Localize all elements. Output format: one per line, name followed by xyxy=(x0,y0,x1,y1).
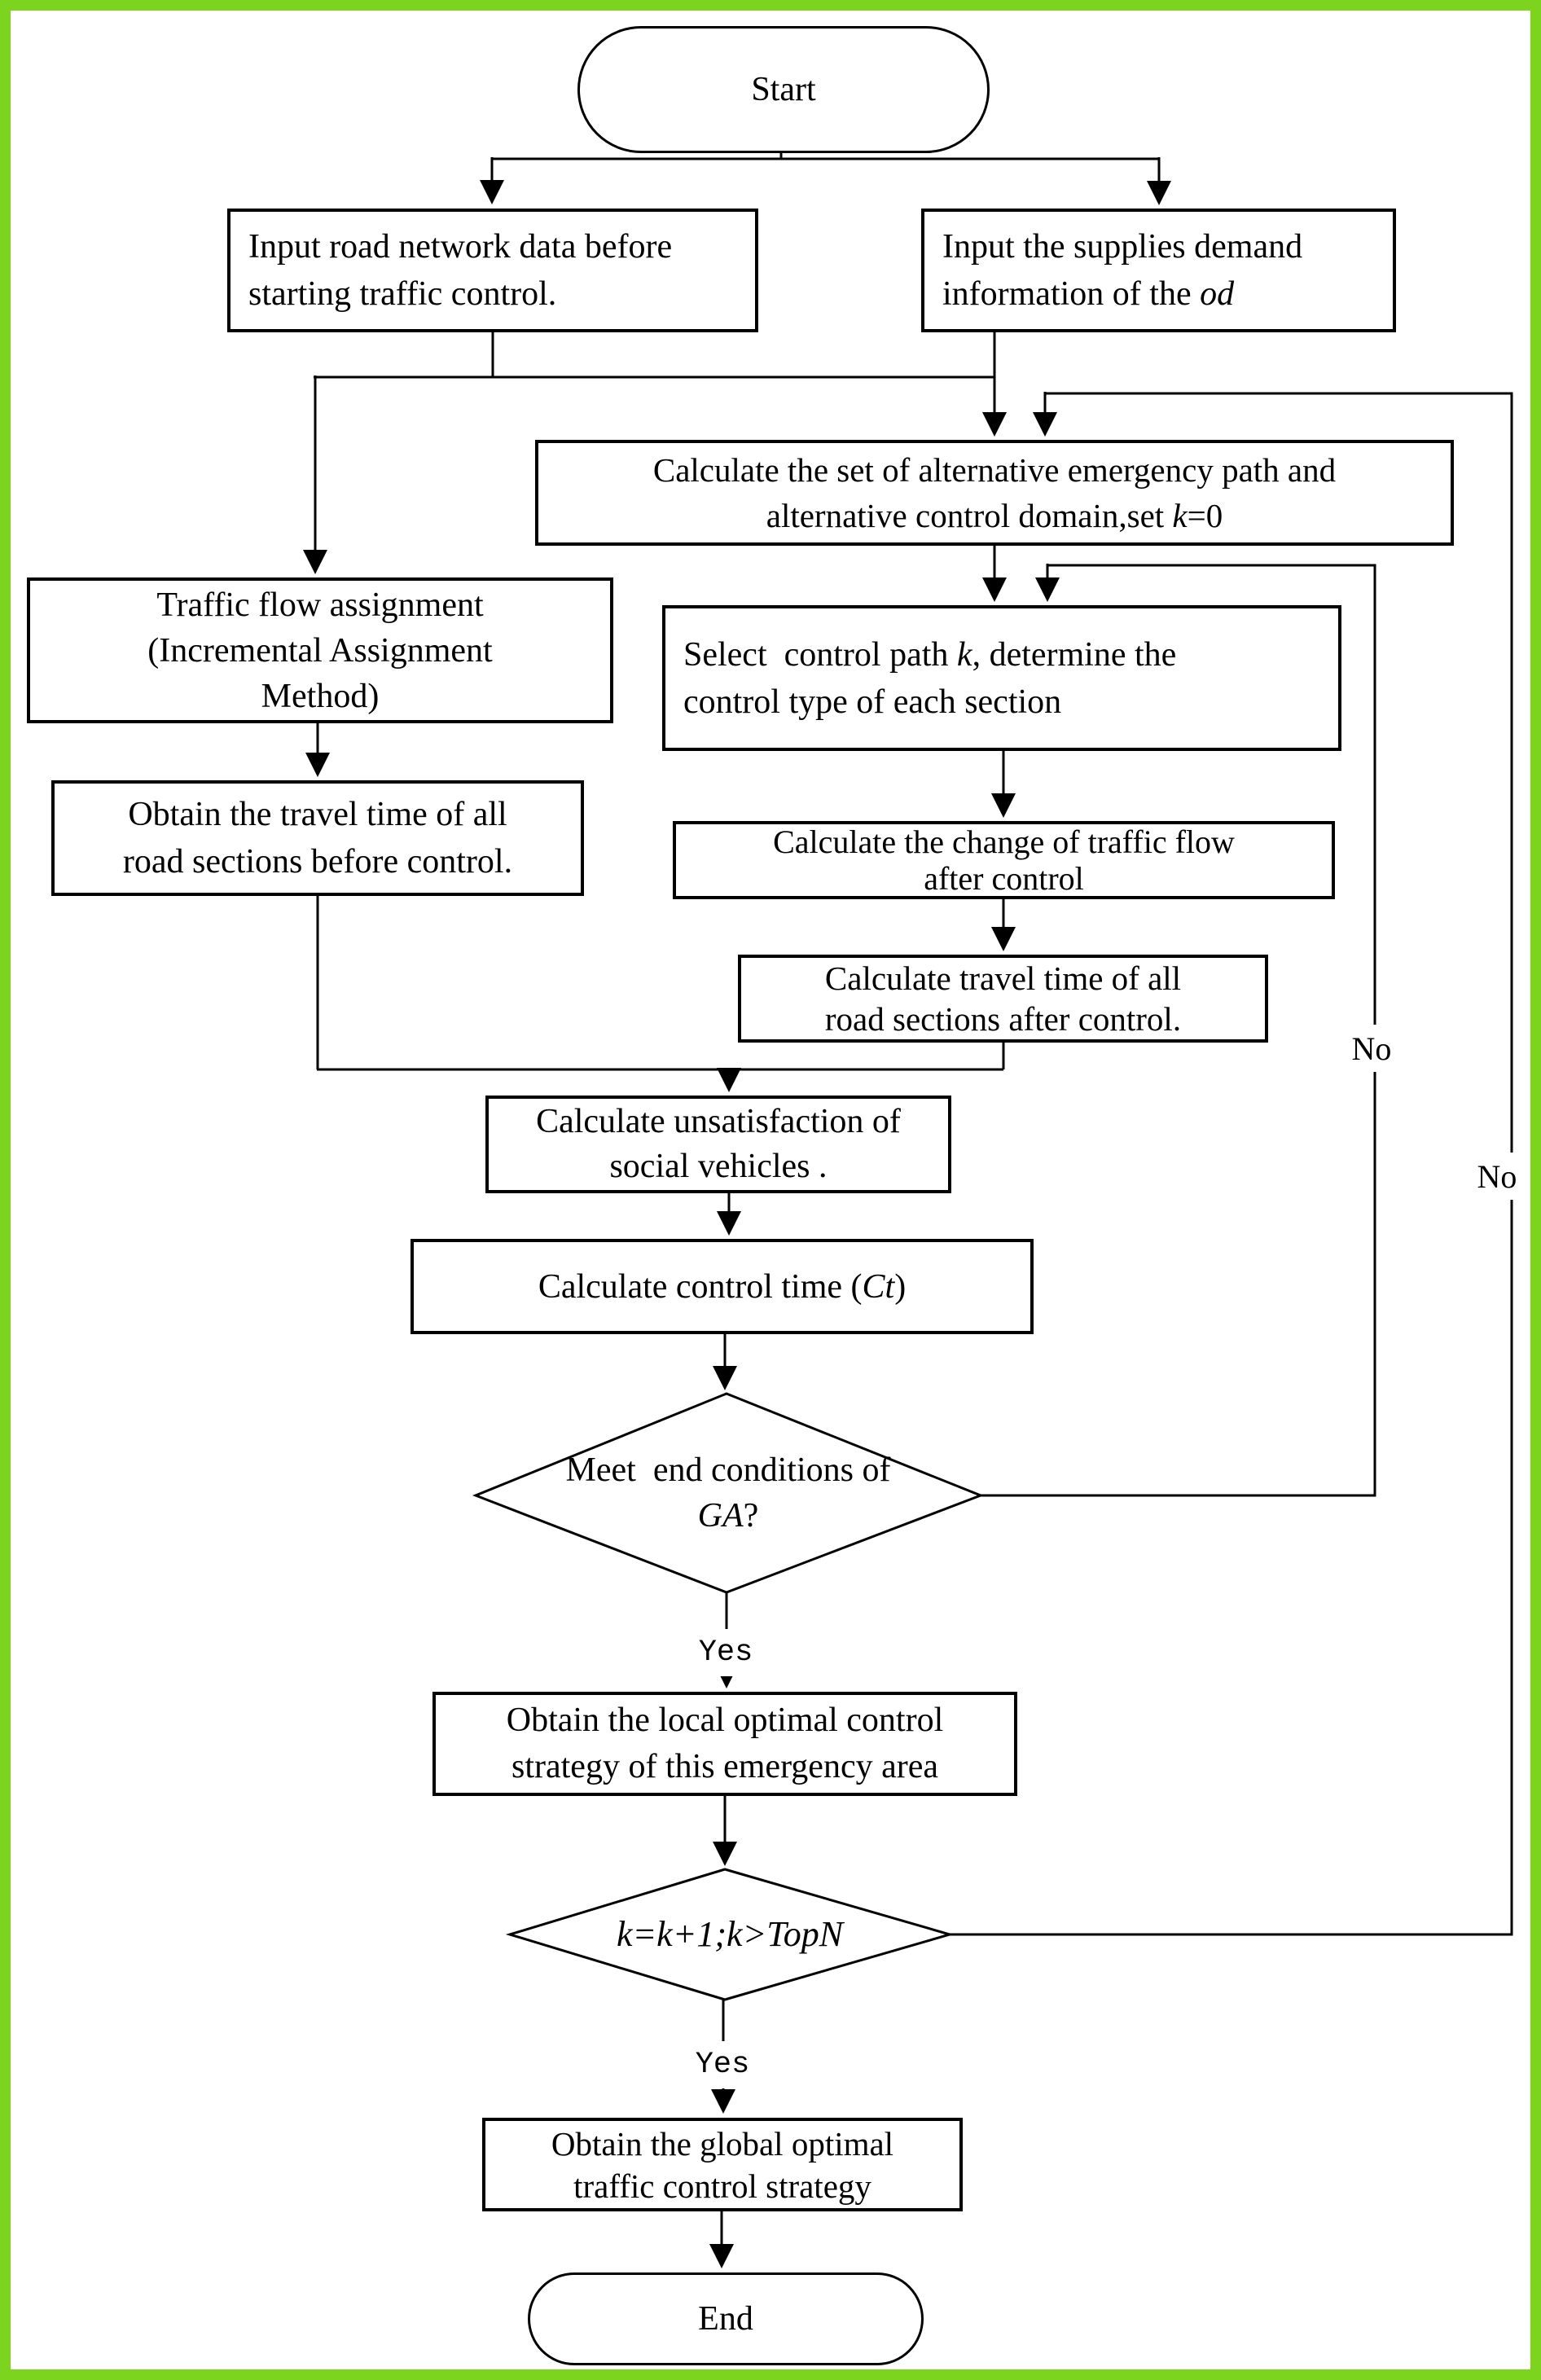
start-label: Start xyxy=(751,71,816,108)
obtain-travel-time-before-box: Obtain the travel time of all road secti… xyxy=(51,780,584,896)
no-label-inner-loop: No xyxy=(1324,1025,1419,1072)
end-terminator: End xyxy=(528,2272,924,2365)
ga-decision-diamond xyxy=(472,1392,985,1594)
topn-decision-diamond xyxy=(505,1868,955,2001)
control-time-text: Calculate control time ( xyxy=(538,1267,863,1306)
ga-question-mark: ? xyxy=(743,1497,759,1535)
ga-variable: GA xyxy=(697,1497,744,1535)
global-optimal-line1: Obtain the global optimal xyxy=(551,2124,894,2163)
input-supplies-line2: information of the od xyxy=(942,270,1234,318)
input-road-network-box: Input road network data before starting … xyxy=(227,209,758,332)
calc-change-line1: Calculate the change of traffic flow xyxy=(773,823,1235,860)
local-optimal-line1: Obtain the local optimal control xyxy=(506,1702,944,1739)
k-variable: k xyxy=(956,635,972,674)
obtain-before-line1: Obtain the travel time of all xyxy=(128,796,507,833)
k-variable: k xyxy=(1172,497,1188,534)
calc-alternative-path-box: Calculate the set of alternative emergen… xyxy=(535,440,1454,546)
calc-travel-time-after-box: Calculate travel time of all road sectio… xyxy=(738,955,1268,1043)
select-path-line1-text: Select control path xyxy=(683,635,957,674)
calc-after-line1: Calculate travel time of all xyxy=(824,959,1182,997)
traffic-flow-line3: Method) xyxy=(261,677,380,715)
input-supplies-line2-text: information of the xyxy=(942,275,1201,313)
local-optimal-strategy-box: Obtain the local optimal control strateg… xyxy=(432,1692,1017,1796)
calc-change-line2: after control xyxy=(924,860,1084,897)
calc-after-line2: road sections after control. xyxy=(824,1000,1182,1038)
input-road-network-line1: Input road network data before xyxy=(248,228,673,266)
calc-alternative-line2-text: alternative control domain,set xyxy=(766,497,1173,534)
calc-unsatisfaction-box: Calculate unsatisfaction of social vehic… xyxy=(485,1096,951,1193)
yes-label-ga: Yes xyxy=(678,1629,774,1676)
traffic-flow-assignment-box: Traffic flow assignment (Incremental Ass… xyxy=(27,577,613,723)
traffic-flow-line2: (Incremental Assignment xyxy=(147,631,493,670)
select-path-line1: Select control path k, determine the xyxy=(683,631,1176,678)
global-optimal-strategy-box: Obtain the global optimal traffic contro… xyxy=(482,2118,963,2211)
calc-control-time-box: Calculate control time (Ct) xyxy=(410,1239,1034,1334)
input-supplies-demand-box: Input the supplies demand information of… xyxy=(921,209,1396,332)
unsatisfaction-line2: social vehicles . xyxy=(609,1148,828,1185)
calc-traffic-change-box: Calculate the change of traffic flow aft… xyxy=(673,821,1335,899)
no-label-outer-loop: No xyxy=(1451,1153,1541,1200)
yes-label-topn: Yes xyxy=(674,2041,770,2088)
ct-variable: Ct xyxy=(862,1267,895,1306)
ga-condition-text: Meet end conditions of GA? xyxy=(476,1396,981,1590)
end-label: End xyxy=(698,2300,753,2338)
control-time-line: Calculate control time (Ct) xyxy=(538,1263,906,1311)
control-time-suffix: ) xyxy=(894,1267,907,1306)
traffic-flow-line1: Traffic flow assignment xyxy=(156,586,484,624)
select-path-line2: control type of each section xyxy=(683,683,1062,721)
ga-condition-line2: GA? xyxy=(698,1493,759,1539)
input-road-network-line2: starting traffic control. xyxy=(248,275,557,313)
select-path-line1-suffix: , determine the xyxy=(972,635,1177,674)
start-terminator: Start xyxy=(577,26,990,153)
local-optimal-line2: strategy of this emergency area xyxy=(511,1748,938,1785)
obtain-before-line2: road sections before control. xyxy=(122,843,513,880)
od-variable: od xyxy=(1200,275,1235,313)
input-supplies-line1: Input the supplies demand xyxy=(942,228,1303,266)
calc-alternative-line1: Calculate the set of alternative emergen… xyxy=(652,451,1337,489)
calc-alternative-line2-suffix: =0 xyxy=(1187,497,1223,534)
ga-condition-line1: Meet end conditions of xyxy=(565,1451,891,1489)
topn-expression: k=k+1;k>TopN xyxy=(616,1914,844,1954)
global-optimal-line2: traffic control strategy xyxy=(573,2167,871,2205)
calc-alternative-line2: alternative control domain,set k=0 xyxy=(766,493,1223,538)
topn-condition-text: k=k+1;k>TopN xyxy=(510,1871,950,1998)
unsatisfaction-line1: Calculate unsatisfaction of xyxy=(536,1103,901,1140)
select-control-path-box: Select control path k, determine the con… xyxy=(662,605,1341,751)
